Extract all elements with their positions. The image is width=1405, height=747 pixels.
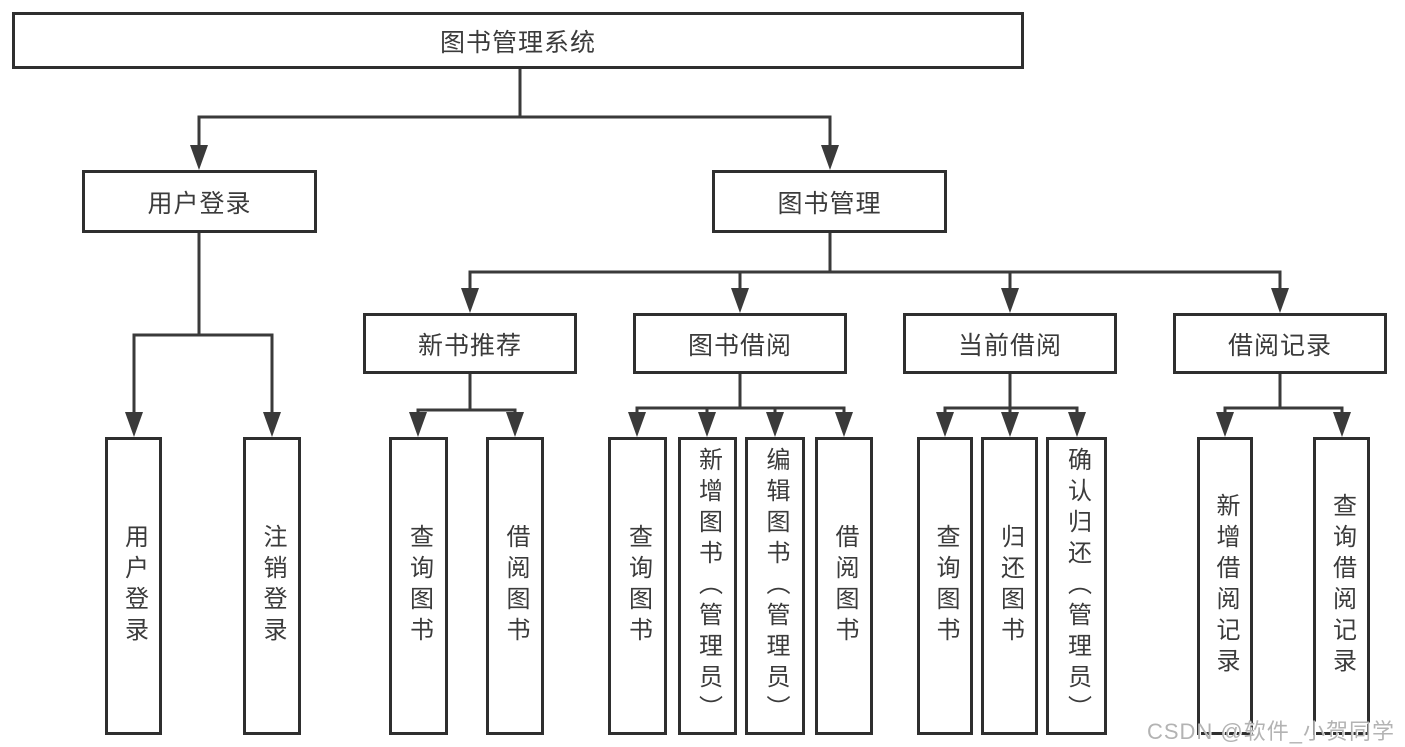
node-label: 查询图书 — [405, 524, 433, 648]
node-label: 查询图书 — [624, 524, 652, 648]
node-label: 新增图书（管理员） — [694, 446, 722, 726]
node-leaf-query-borrow-record: 查询借阅记录 — [1313, 437, 1370, 735]
node-label: 归还图书 — [996, 524, 1024, 648]
connector-lines — [132, 69, 1344, 413]
node-label: 用户登录 — [120, 524, 148, 648]
node-leaf-user-login: 用户登录 — [105, 437, 162, 735]
csdn-watermark: CSDN @软件_小贺同学 — [1146, 719, 1395, 744]
node-label: 当前借阅 — [957, 331, 1062, 360]
node-leaf-current-query-books: 查询图书 — [917, 437, 973, 735]
node-label: 用户登录 — [147, 189, 252, 218]
node-label: 确认归还（管理员） — [1063, 446, 1091, 726]
node-label: 借阅图书 — [502, 524, 529, 648]
node-leaf-recommend-borrow-books: 借阅图书 — [486, 437, 544, 735]
node-leaf-add-borrow-record: 新增借阅记录 — [1197, 437, 1253, 735]
node-leaf-borrow-query-books: 查询图书 — [608, 437, 667, 735]
node-label: 借阅记录 — [1227, 331, 1332, 360]
node-label: 借阅图书 — [831, 524, 858, 648]
node-leaf-recommend-query-books: 查询图书 — [389, 437, 448, 735]
node-root: 图书管理系统 — [12, 12, 1024, 69]
node-leaf-logout: 注销登录 — [243, 437, 301, 735]
node-book-borrow: 图书借阅 — [633, 313, 847, 374]
node-leaf-borrow-books: 借阅图书 — [815, 437, 873, 735]
node-label: 查询图书 — [932, 524, 959, 648]
node-label: 注销登录 — [259, 524, 286, 648]
node-book-management: 图书管理 — [712, 170, 947, 233]
node-leaf-add-books-admin: 新增图书（管理员） — [678, 437, 737, 735]
node-leaf-edit-books-admin: 编辑图书（管理员） — [745, 437, 805, 735]
node-label: 图书管理系统 — [439, 28, 596, 57]
node-borrow-records: 借阅记录 — [1173, 313, 1387, 374]
node-user-login: 用户登录 — [82, 170, 317, 233]
node-label: 编辑图书（管理员） — [762, 446, 789, 726]
node-label: 图书借阅 — [687, 331, 792, 360]
node-new-book-recommend: 新书推荐 — [363, 313, 577, 374]
node-current-borrow: 当前借阅 — [903, 313, 1117, 374]
node-label: 新书推荐 — [417, 331, 522, 360]
node-label: 图书管理 — [777, 189, 882, 218]
node-leaf-confirm-return-admin: 确认归还（管理员） — [1046, 437, 1107, 735]
node-label: 新增借阅记录 — [1212, 493, 1239, 679]
node-label: 查询借阅记录 — [1328, 493, 1356, 679]
node-leaf-return-books: 归还图书 — [981, 437, 1038, 735]
arrowheads — [125, 145, 1351, 437]
